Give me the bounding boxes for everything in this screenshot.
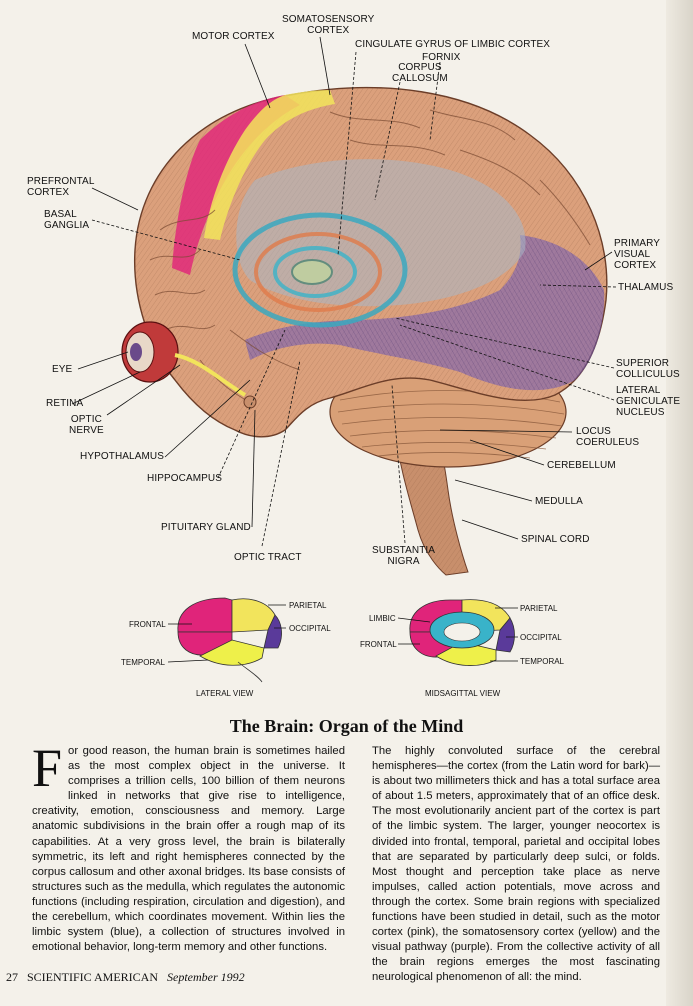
- label-medulla: MEDULLA: [535, 496, 583, 507]
- page-number: 27: [6, 970, 18, 984]
- motor-cortex-region: [172, 95, 300, 275]
- lateral-label-frontal: FRONTAL: [129, 620, 166, 629]
- label-hypothalamus: HYPOTHALAMUS: [80, 451, 164, 462]
- label-fornix: FORNIX: [422, 52, 461, 63]
- label-spinal-cord: SPINAL CORD: [521, 534, 590, 545]
- mid-label-temporal: TEMPORAL: [520, 657, 565, 666]
- midsagittal-view-caption: MIDSAGITTAL VIEW: [425, 689, 501, 698]
- magazine-name: SCIENTIFIC AMERICAN: [27, 970, 159, 984]
- label-retina: RETINA: [46, 398, 84, 409]
- issue-date: September 1992: [167, 970, 245, 984]
- page-footer: 27 SCIENTIFIC AMERICAN September 1992: [6, 970, 251, 985]
- label-thalamus: THALAMUS: [618, 282, 674, 293]
- label-eye: EYE: [52, 364, 73, 375]
- lateral-label-temporal: TEMPORAL: [121, 658, 166, 667]
- lateral-label-parietal: PARIETAL: [289, 601, 327, 610]
- mid-label-occipital: OCCIPITAL: [520, 633, 562, 642]
- page-edge-shadow: [666, 0, 693, 1006]
- label-hippocampus: HIPPOCAMPUS: [147, 473, 223, 484]
- article-headline: The Brain: Organ of the Mind: [229, 716, 464, 736]
- column-1-text: or good reason, the human brain is somet…: [32, 745, 345, 954]
- limbic-system: [232, 212, 408, 328]
- somatosensory-region: [204, 90, 335, 240]
- label-cingulate-gyrus: CINGULATE GYRUS OF LIMBIC CORTEX: [355, 39, 551, 50]
- brain-illustration: [71, 36, 617, 576]
- lateral-label-occipital: OCCIPITAL: [289, 624, 331, 633]
- mid-label-frontal: FRONTAL: [360, 640, 397, 649]
- column-2-text: The highly convoluted surface of the cer…: [372, 745, 660, 984]
- label-cerebellum: CEREBELLUM: [547, 460, 616, 471]
- mid-label-limbic: LIMBIC: [369, 614, 396, 623]
- lateral-view-caption: LATERAL VIEW: [196, 689, 254, 698]
- label-motor-cortex: MOTOR CORTEX: [192, 31, 275, 42]
- mid-label-parietal: PARIETAL: [520, 604, 558, 613]
- label-pituitary-gland: PITUITARY GLAND: [161, 522, 251, 533]
- article-column-2: The highly convoluted surface of the cer…: [372, 744, 660, 986]
- label-optic-tract: OPTIC TRACT: [234, 552, 302, 563]
- leader-lines: [71, 36, 617, 547]
- drop-cap: F: [32, 738, 63, 798]
